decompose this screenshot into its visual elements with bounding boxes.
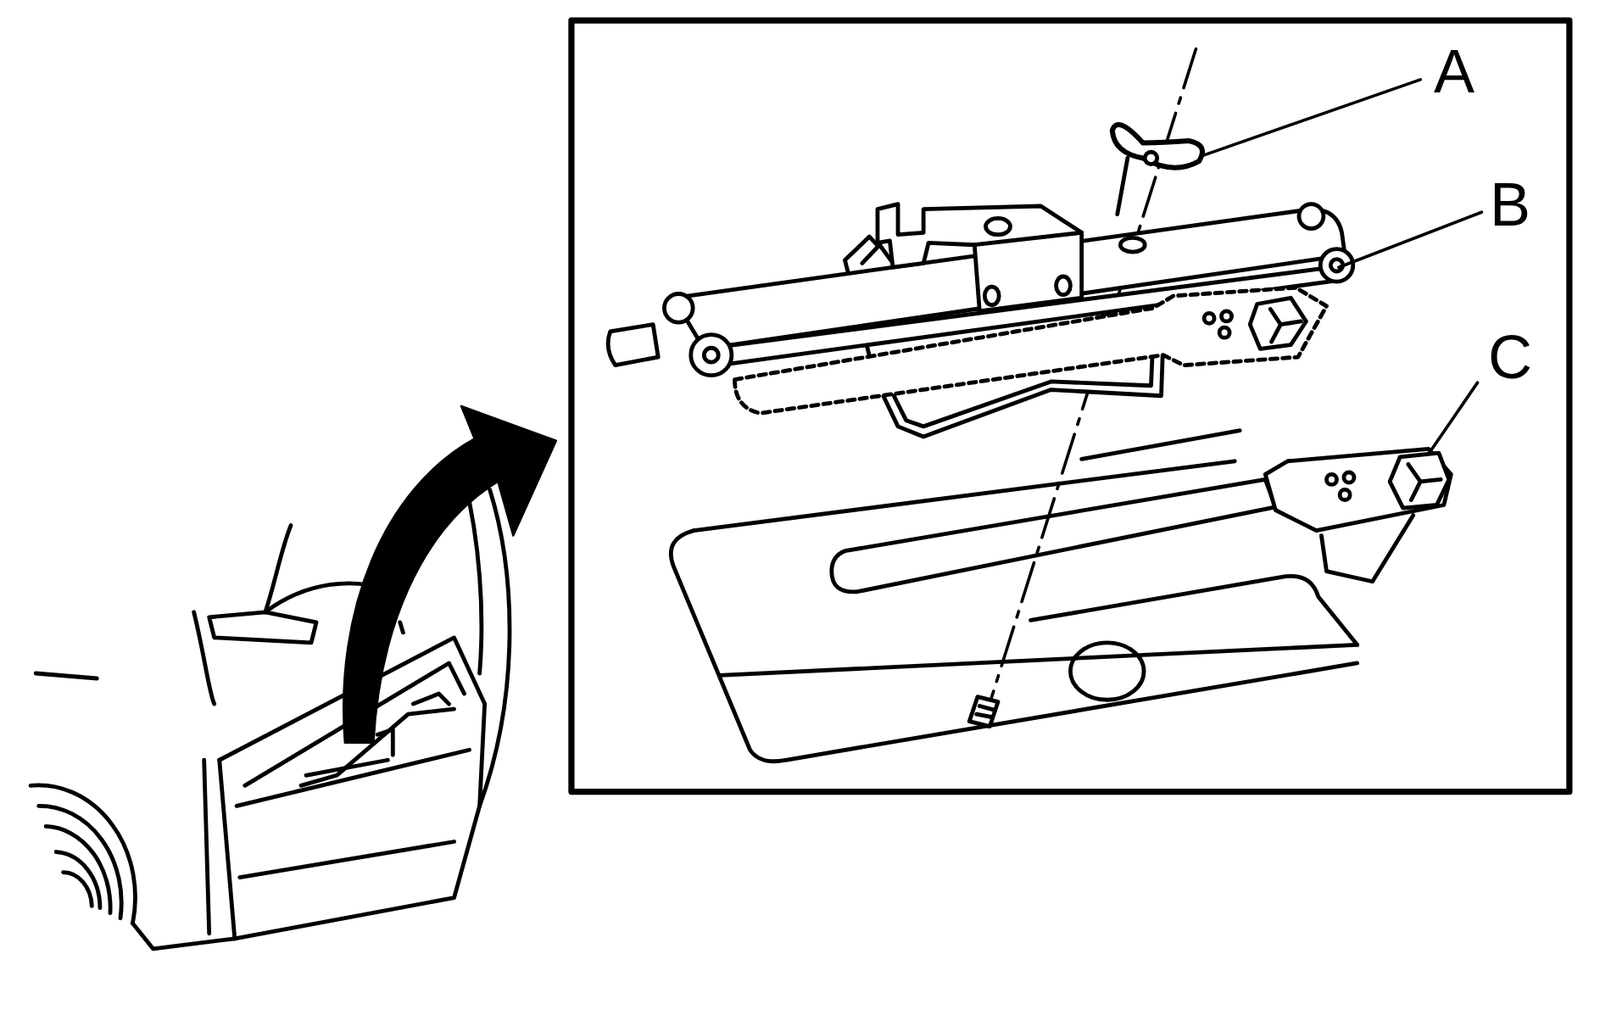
- callout-letter: B: [1489, 173, 1531, 235]
- leader-lines: [1204, 79, 1482, 455]
- car-body: [30, 479, 510, 948]
- detail-frame: [571, 20, 1570, 792]
- jack-handle: [831, 448, 1451, 592]
- callout-letter: A: [1433, 40, 1475, 102]
- callout-letter: C: [1488, 326, 1533, 388]
- floor-panel: [670, 430, 1357, 762]
- bolt: [969, 696, 998, 727]
- direction-arrow: [343, 406, 557, 743]
- scissor-jack: [607, 124, 1354, 437]
